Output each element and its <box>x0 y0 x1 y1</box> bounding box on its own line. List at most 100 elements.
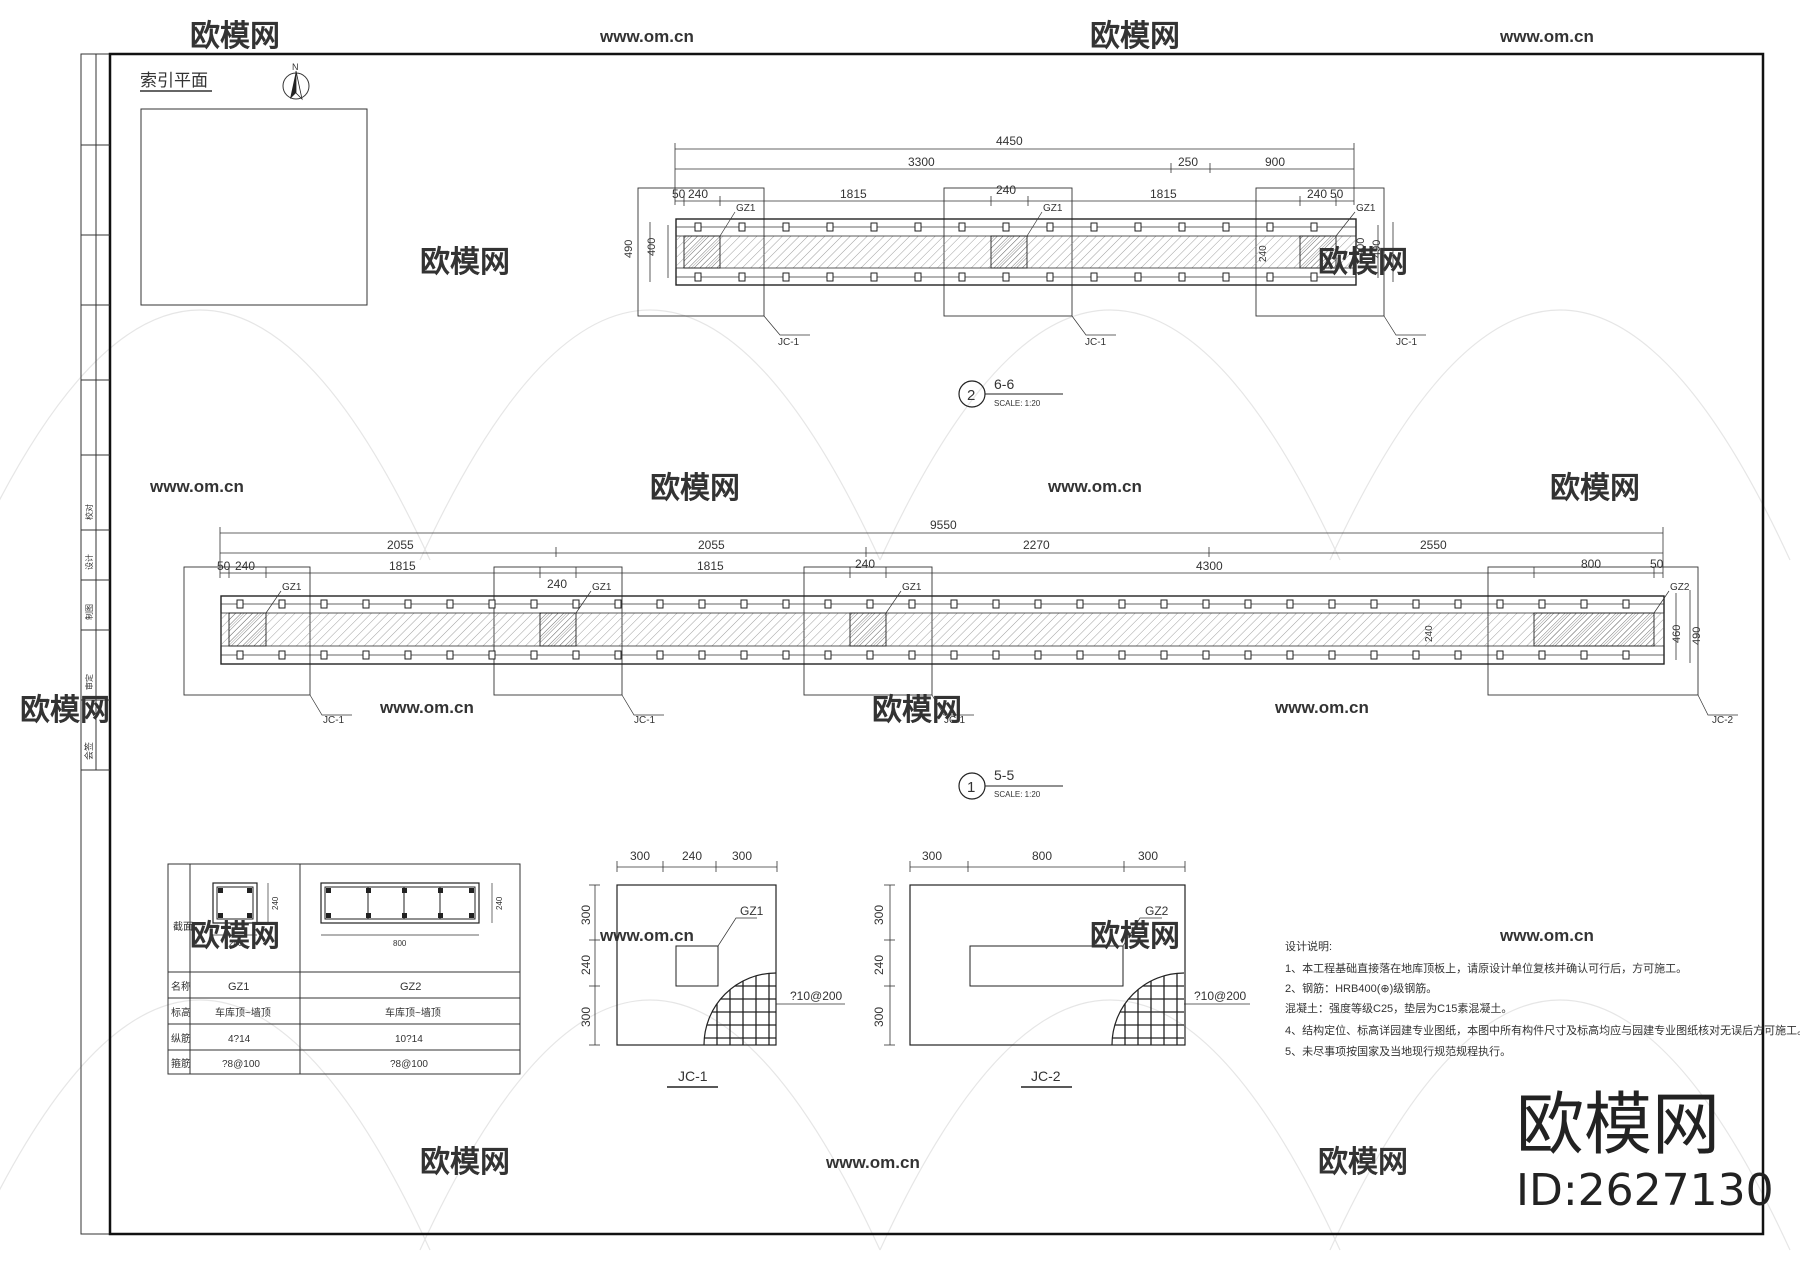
jc1-col-label: GZ1 <box>740 904 764 918</box>
anchor-bolt <box>1496 650 1504 660</box>
anchor-bolt <box>1496 599 1504 609</box>
anchor-bolt <box>992 650 1000 660</box>
title-block-labels: 会签 审定 制图 设计 校对 <box>83 504 94 760</box>
anchor-bolt <box>1134 222 1142 232</box>
anchor-bolt <box>1328 599 1336 609</box>
anchor-bolt <box>958 272 966 282</box>
jc2-top-b: 800 <box>1032 849 1052 863</box>
jc2-rebar-grid <box>1111 972 1185 1046</box>
gz1-5-b <box>539 612 577 647</box>
label-jc1-5b: JC-1 <box>634 715 656 726</box>
anchor-bolt <box>1538 650 1546 660</box>
title-block <box>80 54 110 771</box>
inner-border <box>108 52 1765 1236</box>
dim-5-s4: 2550 <box>1420 538 1447 552</box>
section-scale-55: SCALE: 1:20 <box>994 790 1041 799</box>
anchor-bolt <box>1002 272 1010 282</box>
gz2-5 <box>1533 612 1655 647</box>
anchor-bolt <box>572 650 580 660</box>
jc2-side-a: 300 <box>872 905 886 925</box>
watermark-urls: www.om.cn www.om.cn www.om.cn www.om.cn … <box>149 27 1594 1172</box>
tb-label-approve: 审定 <box>84 674 94 690</box>
anchor-bolt <box>698 650 706 660</box>
anchor-bolt <box>614 650 622 660</box>
jc1-side-a: 300 <box>579 905 593 925</box>
anchor-bolt <box>870 222 878 232</box>
gz2-elev: 车库顶~墙顶 <box>385 1006 441 1019</box>
dim-5-d1815b: 1815 <box>697 559 724 573</box>
footing-jc2-detail: 300 800 300 300 240 300 GZ2 ?10@200 JC-2 <box>872 849 1250 1088</box>
anchor-bolt <box>698 599 706 609</box>
anchor-bolt <box>1538 599 1546 609</box>
anchor-bolt <box>1286 650 1294 660</box>
gz1-elev: 车库顶~墙顶 <box>215 1006 271 1019</box>
gz2-stir: ?8@100 <box>390 1059 428 1070</box>
note-1: 1、本工程基础直接落在地库顶板上，请原设计单位复核并确认可行后，方可施工。 <box>1285 961 1687 975</box>
row-label-long: 纵筋 <box>171 1032 191 1045</box>
gz2-section-sketch: 800 240 <box>320 882 504 948</box>
dim-6-r50: 50 <box>1330 187 1344 201</box>
anchor-bolt <box>1286 599 1294 609</box>
dim-6-d240: 240 <box>688 187 708 201</box>
label-gz2-5: GZ2 <box>1670 582 1690 593</box>
dim-5-s3: 2270 <box>1023 538 1050 552</box>
section-6-6: 4450 3300 250 900 50 240 1815 240 1815 2… <box>623 134 1426 408</box>
bolts-5 <box>236 599 1630 660</box>
anchor-bolt <box>992 599 1000 609</box>
note-5: 5、未尽事项按国家及当地现行规范规程执行。 <box>1285 1044 1511 1058</box>
row-label-elev: 标高 <box>171 1006 191 1019</box>
dim-6-m240: 240 <box>996 183 1016 197</box>
jc2-rebar-label: ?10@200 <box>1194 989 1247 1003</box>
tb-label-drawn: 制图 <box>84 604 94 620</box>
wm-url-7: www.om.cn <box>599 926 694 945</box>
anchor-bolt <box>1202 650 1210 660</box>
anchor-bolt <box>950 650 958 660</box>
jc2-top-a: 300 <box>922 849 942 863</box>
gz1-6-right <box>1299 235 1337 269</box>
label-jc2-5: JC-2 <box>1712 715 1734 726</box>
dim-5-d1815a: 1815 <box>389 559 416 573</box>
anchor-bolt <box>1266 222 1274 232</box>
wm-brand-7: 欧模网 <box>20 694 110 727</box>
anchor-bolt <box>1178 222 1186 232</box>
anchor-bolt <box>1266 272 1274 282</box>
gz1-height: 240 <box>271 896 280 910</box>
dim-6-c: 900 <box>1265 155 1285 169</box>
anchor-bolt <box>1160 599 1168 609</box>
label-gz1-6c: GZ1 <box>1356 203 1376 214</box>
anchor-bolt <box>782 222 790 232</box>
anchor-bolt <box>320 650 328 660</box>
anchor-bolt <box>278 650 286 660</box>
anchor-bolt <box>1076 599 1084 609</box>
label-gz1-6a: GZ1 <box>736 203 756 214</box>
label-jc1-6c: JC-1 <box>1396 337 1418 348</box>
anchor-bolt <box>1580 650 1588 660</box>
anchor-bolt <box>950 599 958 609</box>
jc2-top-c: 300 <box>1138 849 1158 863</box>
anchor-bolt <box>1002 222 1010 232</box>
index-plan-frame <box>140 108 368 306</box>
anchor-bolt <box>866 599 874 609</box>
anchor-bolt <box>738 272 746 282</box>
anchor-bolt <box>1622 650 1630 660</box>
tb-label-countersign: 会签 <box>83 742 94 760</box>
wm-brand-9: 欧模网 <box>190 920 280 953</box>
anchor-bolt <box>824 599 832 609</box>
anchor-bolt <box>1202 599 1210 609</box>
anchor-bolt <box>908 599 916 609</box>
wm-brand-12: 欧模网 <box>1318 1146 1408 1179</box>
label-gz1-5c: GZ1 <box>902 582 922 593</box>
anchor-bolt <box>1090 222 1098 232</box>
anchor-bolt <box>656 599 664 609</box>
label-jc1-5c: JC-1 <box>944 715 966 726</box>
dim-5-d50: 50 <box>217 559 231 573</box>
anchor-bolt <box>362 650 370 660</box>
jc1-side-c: 300 <box>579 1007 593 1027</box>
anchor-bolt <box>1244 599 1252 609</box>
footing-jc1-detail: 300 240 300 300 240 300 GZ1 ?10@200 JC-1 <box>579 849 845 1088</box>
gz1-width: 240 <box>229 939 243 948</box>
wm-brand-2: 欧模网 <box>1090 20 1180 53</box>
anchor-bolt <box>914 272 922 282</box>
notes-title: 设计说明: <box>1285 939 1332 953</box>
gz2-width: 800 <box>393 939 407 948</box>
